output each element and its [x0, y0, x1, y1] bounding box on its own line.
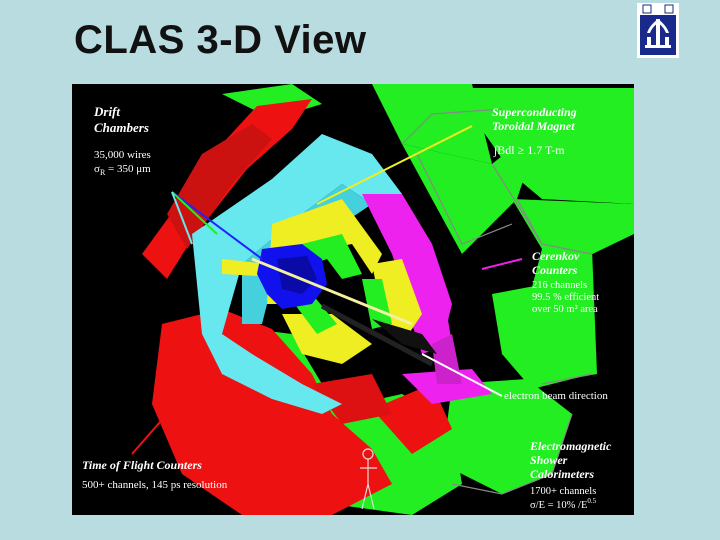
university-logo-icon [637, 3, 679, 58]
calorimeter-title-1: Electromagnetic [529, 439, 612, 453]
magnet-formula: ∫Bdl ≥ 1.7 T-m [493, 143, 565, 157]
calorimeter-title-3: Calorimeters [530, 467, 594, 481]
tof-detail: 500+ channels, 145 ps resolution [82, 479, 228, 491]
person-silhouette-scale [360, 448, 377, 510]
tof-title: Time of Flight Counters [82, 458, 202, 472]
pointer-arrows [131, 125, 525, 465]
grey-frame-lines [401, 108, 593, 495]
beam-line [251, 257, 437, 367]
cerenkov-efficiency: 99.5 % efficient [532, 292, 599, 303]
drift-chambers-title-2: Chambers [94, 120, 149, 135]
cerenkov-area: over 50 m² area [532, 304, 598, 315]
calorimeter-resolution: σ/E = 10% /E0.5 [530, 497, 597, 511]
drift-chambers-resolution: σR = 350 μm [94, 163, 151, 177]
clas-detector-diagram: Drift Chambers 35,000 wires σR = 350 μm … [72, 84, 634, 515]
drift-chambers-label: Drift Chambers 35,000 wires σR = 350 μm [93, 104, 151, 177]
toroidal-magnet-label: Superconducting Toroidal Magnet ∫Bdl ≥ 1… [492, 105, 577, 157]
cerenkov-title-1: Cerenkov [532, 249, 580, 263]
green-inner-chambers [287, 234, 392, 334]
magnet-title-1: Superconducting [492, 105, 577, 119]
drift-chambers-wires: 35,000 wires [94, 149, 151, 161]
time-of-flight-label: Time of Flight Counters 500+ channels, 1… [82, 458, 228, 491]
cerenkov-channels: 216 channels [532, 280, 587, 291]
cerenkov-counters-label: Cerenkov Counters 216 channels 99.5 % ef… [532, 249, 599, 315]
beam-direction-label: electron beam direction [504, 390, 608, 402]
drift-chambers-title-1: Drift [93, 104, 120, 119]
calorimeter-channels: 1700+ channels [530, 486, 596, 497]
magnet-title-2: Toroidal Magnet [492, 119, 575, 133]
slide-title: CLAS 3-D View [74, 18, 367, 62]
red-time-of-flight-panels [142, 99, 452, 515]
calorimeter-title-2: Shower [530, 453, 568, 467]
shower-calorimeter-label: Electromagnetic Shower Calorimeters 1700… [529, 439, 612, 511]
cerenkov-title-2: Counters [532, 263, 578, 277]
